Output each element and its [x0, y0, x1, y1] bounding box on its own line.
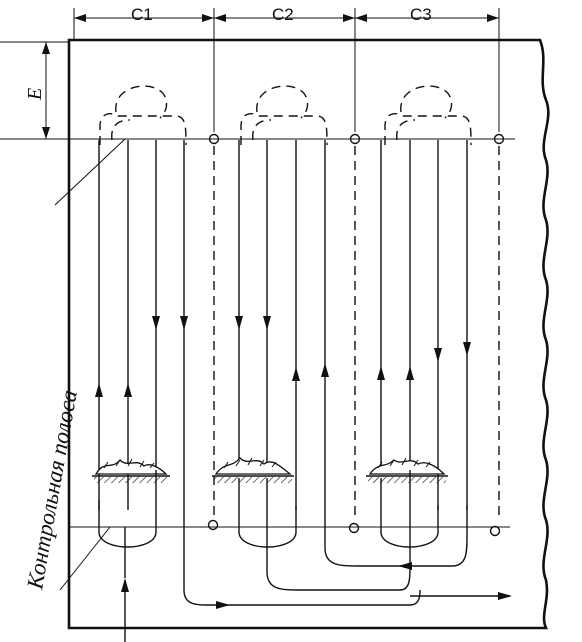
- height-dimension: E: [0, 41, 70, 139]
- dimension-row: C1 C2 C3: [73, 5, 500, 40]
- dashed-bell-group-2: [240, 85, 328, 146]
- entry-arrow: [121, 527, 129, 642]
- control-strip-label: Контрольная полоса: [22, 388, 82, 592]
- bottom-loops: [98, 470, 512, 609]
- weld-bead-3: [366, 457, 448, 483]
- dimension-label-c3: C3: [410, 5, 432, 24]
- height-label: E: [24, 88, 46, 101]
- sheet-frame: [67, 38, 550, 630]
- column-dividers: [207, 18, 505, 537]
- pass-lines-group-1: [95, 140, 188, 590]
- dashed-bell-group-1: [99, 85, 187, 146]
- dimension-label-c2: C2: [272, 5, 294, 24]
- weld-bead-1: [92, 458, 170, 483]
- weld-bead-2: [212, 457, 294, 483]
- strip-leader-lines: [54, 138, 126, 591]
- pass-lines-group-3: [377, 140, 471, 510]
- pass-lines-group-2: [235, 140, 329, 548]
- dimension-label-c1: C1: [131, 5, 153, 24]
- dashed-bell-group-3: [384, 85, 472, 146]
